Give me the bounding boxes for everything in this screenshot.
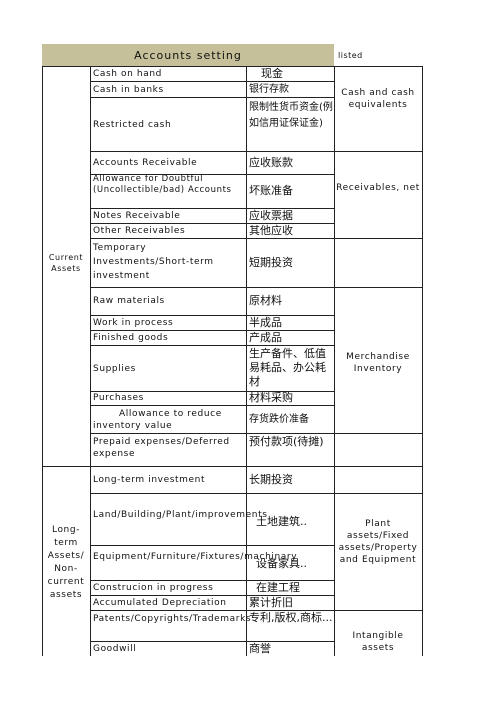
row-cn: 短期投资 <box>249 256 293 269</box>
grid-line <box>90 405 334 406</box>
row-cn: 应收账款 <box>249 156 293 169</box>
grid-line <box>90 151 422 152</box>
group-current-assets: Current Assets <box>48 253 84 273</box>
grid-line <box>90 493 422 494</box>
row-en: Work in process <box>93 318 174 328</box>
row-cn: 原材料 <box>249 294 282 307</box>
grid-line <box>90 610 422 611</box>
table-title: Accounts setting <box>42 44 334 66</box>
row-en: Long-term investment <box>93 475 206 485</box>
row-cn: 其他应收 <box>249 224 293 237</box>
row-cn: 存货跌价准备 <box>249 414 309 425</box>
category-merchandise: Merchandise Inventory <box>346 352 410 374</box>
grid-line <box>90 208 334 209</box>
row-cn: 预付款项(待摊) <box>249 435 324 448</box>
row-en: Cash on hand <box>93 69 162 79</box>
grid-line <box>90 580 334 581</box>
category-cash: Cash and cash equivalents <box>341 88 415 110</box>
row-en: Other Receivables <box>93 226 186 236</box>
listed-label: listed <box>338 51 363 60</box>
row-en: Finished goods <box>93 333 169 343</box>
grid-line <box>90 315 334 316</box>
row-cn: 材料采购 <box>249 391 293 404</box>
row-cn: 银行存款 <box>249 84 289 95</box>
group-long-term-assets: Long-term Assets/ Non-current assets <box>47 525 85 600</box>
row-en: Cash in banks <box>93 85 164 95</box>
row-cn: 限制性货币资金(例如信用证保证金) <box>249 102 333 129</box>
grid-line <box>90 433 422 434</box>
grid-line <box>334 66 335 656</box>
row-cn: 生产备件、低值易耗品、办公耗材 <box>249 347 326 388</box>
grid-line <box>90 223 334 224</box>
row-en: Accumulated Depreciation <box>93 598 227 608</box>
category-ppe: Plant assets/Fixed assets/Property and E… <box>338 519 418 565</box>
grid-line <box>90 81 334 82</box>
row-cn: 设备家具.. <box>256 557 307 570</box>
grid-line <box>90 345 334 346</box>
grid-line <box>90 174 334 175</box>
row-en: Restricted cash <box>93 120 172 130</box>
row-en: Patents/Copyrights/Trademarks <box>93 614 252 624</box>
grid-line <box>246 66 247 656</box>
grid-line <box>90 391 334 392</box>
row-en: Temporary Investments/Short-term investm… <box>93 243 214 281</box>
grid-line <box>42 466 422 467</box>
row-en: Prepaid expenses/Deferred expense <box>93 437 230 459</box>
row-en: Allowance for Doubtful (Uncollectible/ba… <box>93 174 232 195</box>
grid-line <box>90 287 422 288</box>
grid-line <box>90 238 422 239</box>
category-receivables: Receivables, net <box>336 183 420 193</box>
grid-line <box>422 66 423 656</box>
row-cn: 产成品 <box>249 331 282 344</box>
row-cn: 在建工程 <box>256 581 300 594</box>
row-en: Allowance to reduce inventory value <box>93 409 222 431</box>
row-cn: 累计折旧 <box>249 596 293 609</box>
grid-line <box>90 595 334 596</box>
row-en: Land/Building/Plant/improvements <box>93 510 268 520</box>
row-cn: 长期投资 <box>249 473 293 486</box>
grid-line <box>90 66 91 656</box>
row-cn: 应收票据 <box>249 209 293 222</box>
row-cn: 现金 <box>261 67 283 80</box>
row-en: Purchases <box>93 393 144 403</box>
row-cn: 专利,版权,商标... <box>249 611 333 624</box>
row-en: Goodwill <box>93 644 137 654</box>
row-cn: 商誉 <box>249 642 271 655</box>
grid-line <box>90 97 334 98</box>
row-en: Construcion in progress <box>93 583 214 593</box>
row-en: Supplies <box>93 364 136 374</box>
row-en: Equipment/Furniture/Fixtures/machinary <box>93 552 298 562</box>
row-cn: 坏账准备 <box>249 184 293 197</box>
grid-line <box>42 66 423 67</box>
row-en: Notes Receivable <box>93 211 181 221</box>
grid-line <box>90 545 334 546</box>
row-en: Accounts Receivable <box>93 158 198 168</box>
row-en: Raw materials <box>93 296 165 306</box>
row-cn: 土地建筑.. <box>256 515 307 528</box>
grid-line <box>42 66 43 656</box>
grid-line <box>90 330 334 331</box>
category-intangible: Intangible assets <box>352 631 404 653</box>
row-cn: 半成品 <box>249 316 282 329</box>
grid-line <box>90 641 334 642</box>
